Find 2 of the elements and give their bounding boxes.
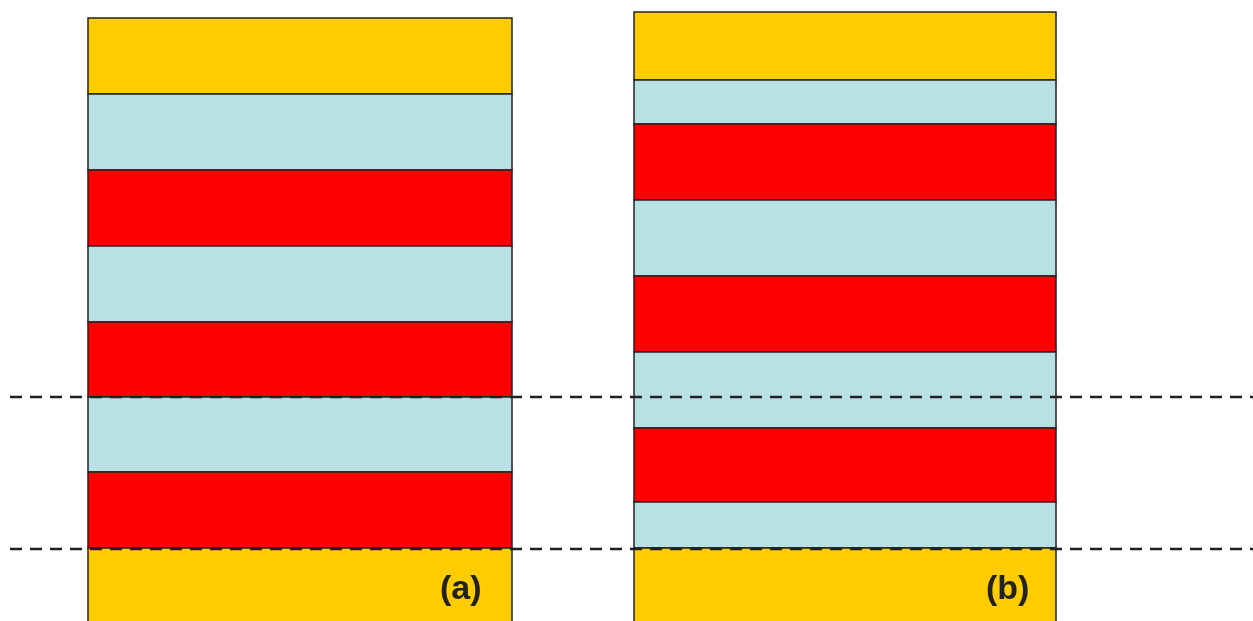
panel-label: (a) <box>440 570 482 604</box>
panel-label: (b) <box>986 570 1030 604</box>
